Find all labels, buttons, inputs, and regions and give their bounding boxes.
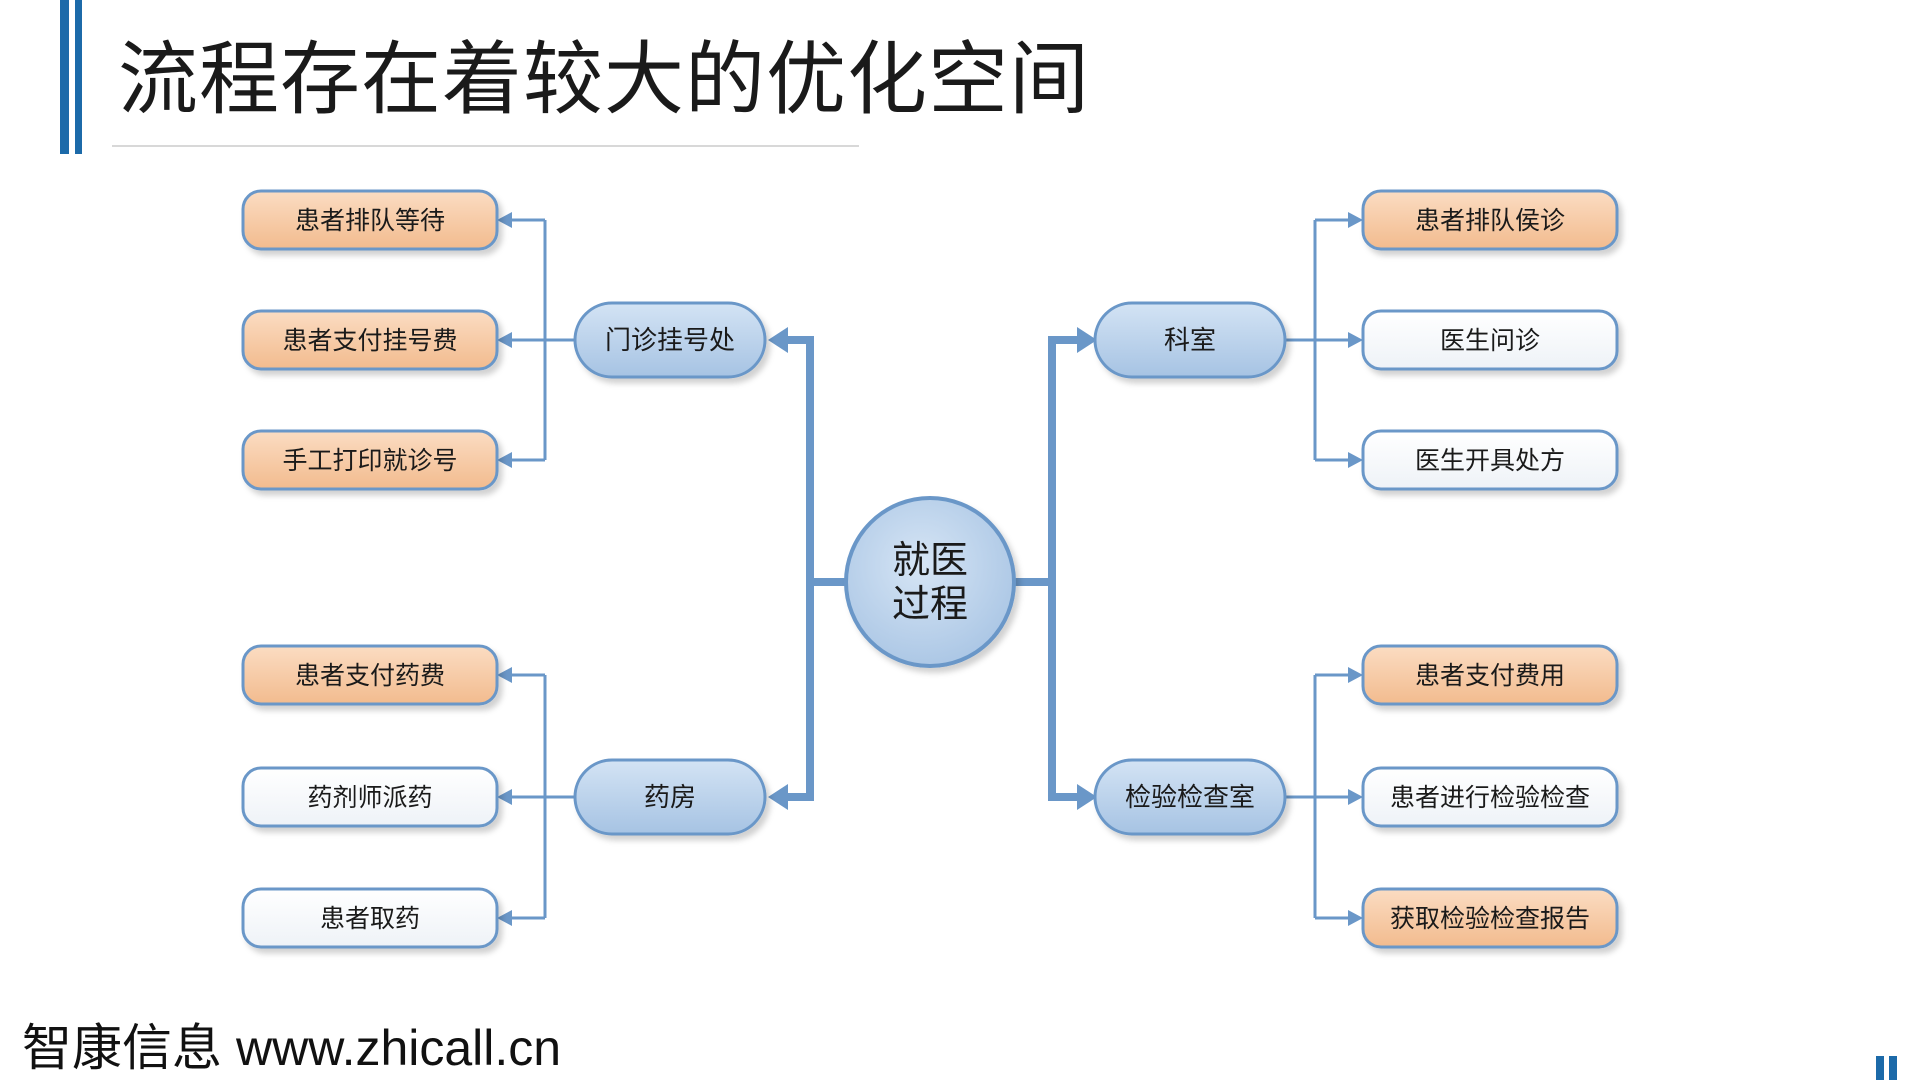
step-node: 医生问诊 — [1361, 309, 1619, 371]
arrowhead — [497, 332, 512, 348]
step-box — [241, 189, 499, 251]
step-node: 患者支付挂号费 — [241, 309, 499, 371]
step-node: 药剂师派药 — [241, 766, 499, 828]
arrowhead — [497, 910, 512, 926]
hub-registration-label: 门诊挂号处 — [605, 326, 735, 356]
step-node: 患者支付药费 — [241, 644, 499, 706]
center-node: 就医过程 — [844, 496, 1016, 668]
hub-pharmacy-label: 药房 — [644, 783, 696, 813]
step-label: 医生开具处方 — [1415, 446, 1565, 475]
step-box — [241, 309, 499, 371]
arrowhead — [1348, 332, 1363, 348]
step-box — [1361, 766, 1619, 828]
title-accent-bar-secondary — [75, 0, 82, 154]
page-title: 流程存在着较大的优化空间 — [118, 33, 1090, 126]
step-box — [1361, 189, 1619, 251]
process-mindmap: 就医过程 门诊挂号处 药房 科室 检验检查室 患者排队等待 患者支付挂号费 — [241, 189, 1619, 949]
step-label: 患者支付挂号费 — [282, 326, 457, 355]
trunk-left-lower — [775, 582, 814, 801]
trunk-right — [1013, 336, 1090, 586]
arrowhead — [497, 212, 512, 228]
step-label: 患者排队等待 — [295, 206, 445, 235]
step-label: 手工打印就诊号 — [282, 446, 457, 475]
title-divider — [112, 145, 859, 147]
hub-department-box — [1093, 301, 1287, 379]
arrowhead — [497, 789, 512, 805]
step-box — [1361, 887, 1619, 949]
arrowhead — [1348, 667, 1363, 683]
arrowhead — [497, 452, 512, 468]
trunk-arrowheads — [768, 327, 1097, 810]
trunk-left — [775, 336, 848, 586]
hub-pharmacy-box — [573, 758, 767, 836]
step-label: 医生问诊 — [1440, 326, 1540, 355]
hub-lab: 检验检查室 — [1093, 758, 1287, 836]
step-label: 药剂师派药 — [307, 783, 432, 812]
center-node-label-line: 就医 — [892, 538, 968, 582]
arrowhead-to-lab — [1077, 784, 1097, 810]
step-box — [1361, 644, 1619, 706]
hub-lab-box — [1093, 758, 1287, 836]
step-box — [1361, 429, 1619, 491]
step-node: 医生开具处方 — [1361, 429, 1619, 491]
step-label: 患者支付药费 — [295, 661, 445, 690]
arrowhead-to-registration — [768, 327, 788, 353]
arrowhead-to-pharmacy — [768, 784, 788, 810]
title-accent-bar — [60, 0, 69, 154]
hub-department: 科室 — [1093, 301, 1287, 379]
footer-url: www.zhicall.cn — [236, 1020, 562, 1076]
step-box — [241, 766, 499, 828]
step-node: 患者进行检验检查 — [1361, 766, 1619, 828]
center-node-label-line: 过程 — [892, 582, 968, 626]
corner-accent-bar-secondary — [1889, 1056, 1897, 1080]
trunk-right-lower — [1048, 582, 1090, 801]
step-arrowheads — [497, 212, 1363, 926]
step-node: 患者取药 — [241, 887, 499, 949]
step-box — [241, 429, 499, 491]
arrowhead — [1348, 452, 1363, 468]
step-node: 手工打印就诊号 — [241, 429, 499, 491]
step-box — [241, 887, 499, 949]
arrowhead — [1348, 789, 1363, 805]
arrowhead — [497, 667, 512, 683]
step-node: 获取检验检查报告 — [1361, 887, 1619, 949]
center-node-circle — [844, 496, 1016, 668]
step-connectors — [507, 218, 1353, 920]
step-label: 患者排队侯诊 — [1415, 206, 1565, 235]
hub-lab-label: 检验检查室 — [1125, 783, 1255, 813]
arrowhead-to-department — [1077, 327, 1097, 353]
hub-department-label: 科室 — [1164, 326, 1216, 356]
footer-brand-name: 智康信息 — [22, 1019, 222, 1077]
step-label: 患者进行检验检查 — [1390, 783, 1590, 812]
hub-registration: 门诊挂号处 — [573, 301, 767, 379]
step-box — [241, 644, 499, 706]
step-node: 患者排队等待 — [241, 189, 499, 251]
step-box — [1361, 309, 1619, 371]
arrowhead — [1348, 212, 1363, 228]
step-node: 患者支付费用 — [1361, 644, 1619, 706]
corner-accent-bar — [1876, 1056, 1884, 1080]
hub-registration-box — [573, 301, 767, 379]
step-label: 患者取药 — [320, 904, 420, 933]
hub-pharmacy: 药房 — [573, 758, 767, 836]
step-label: 获取检验检查报告 — [1390, 904, 1590, 933]
step-node: 患者排队侯诊 — [1361, 189, 1619, 251]
arrowhead — [1348, 910, 1363, 926]
step-label: 患者支付费用 — [1415, 661, 1565, 690]
center-node-label: 就医过程 — [892, 538, 968, 626]
